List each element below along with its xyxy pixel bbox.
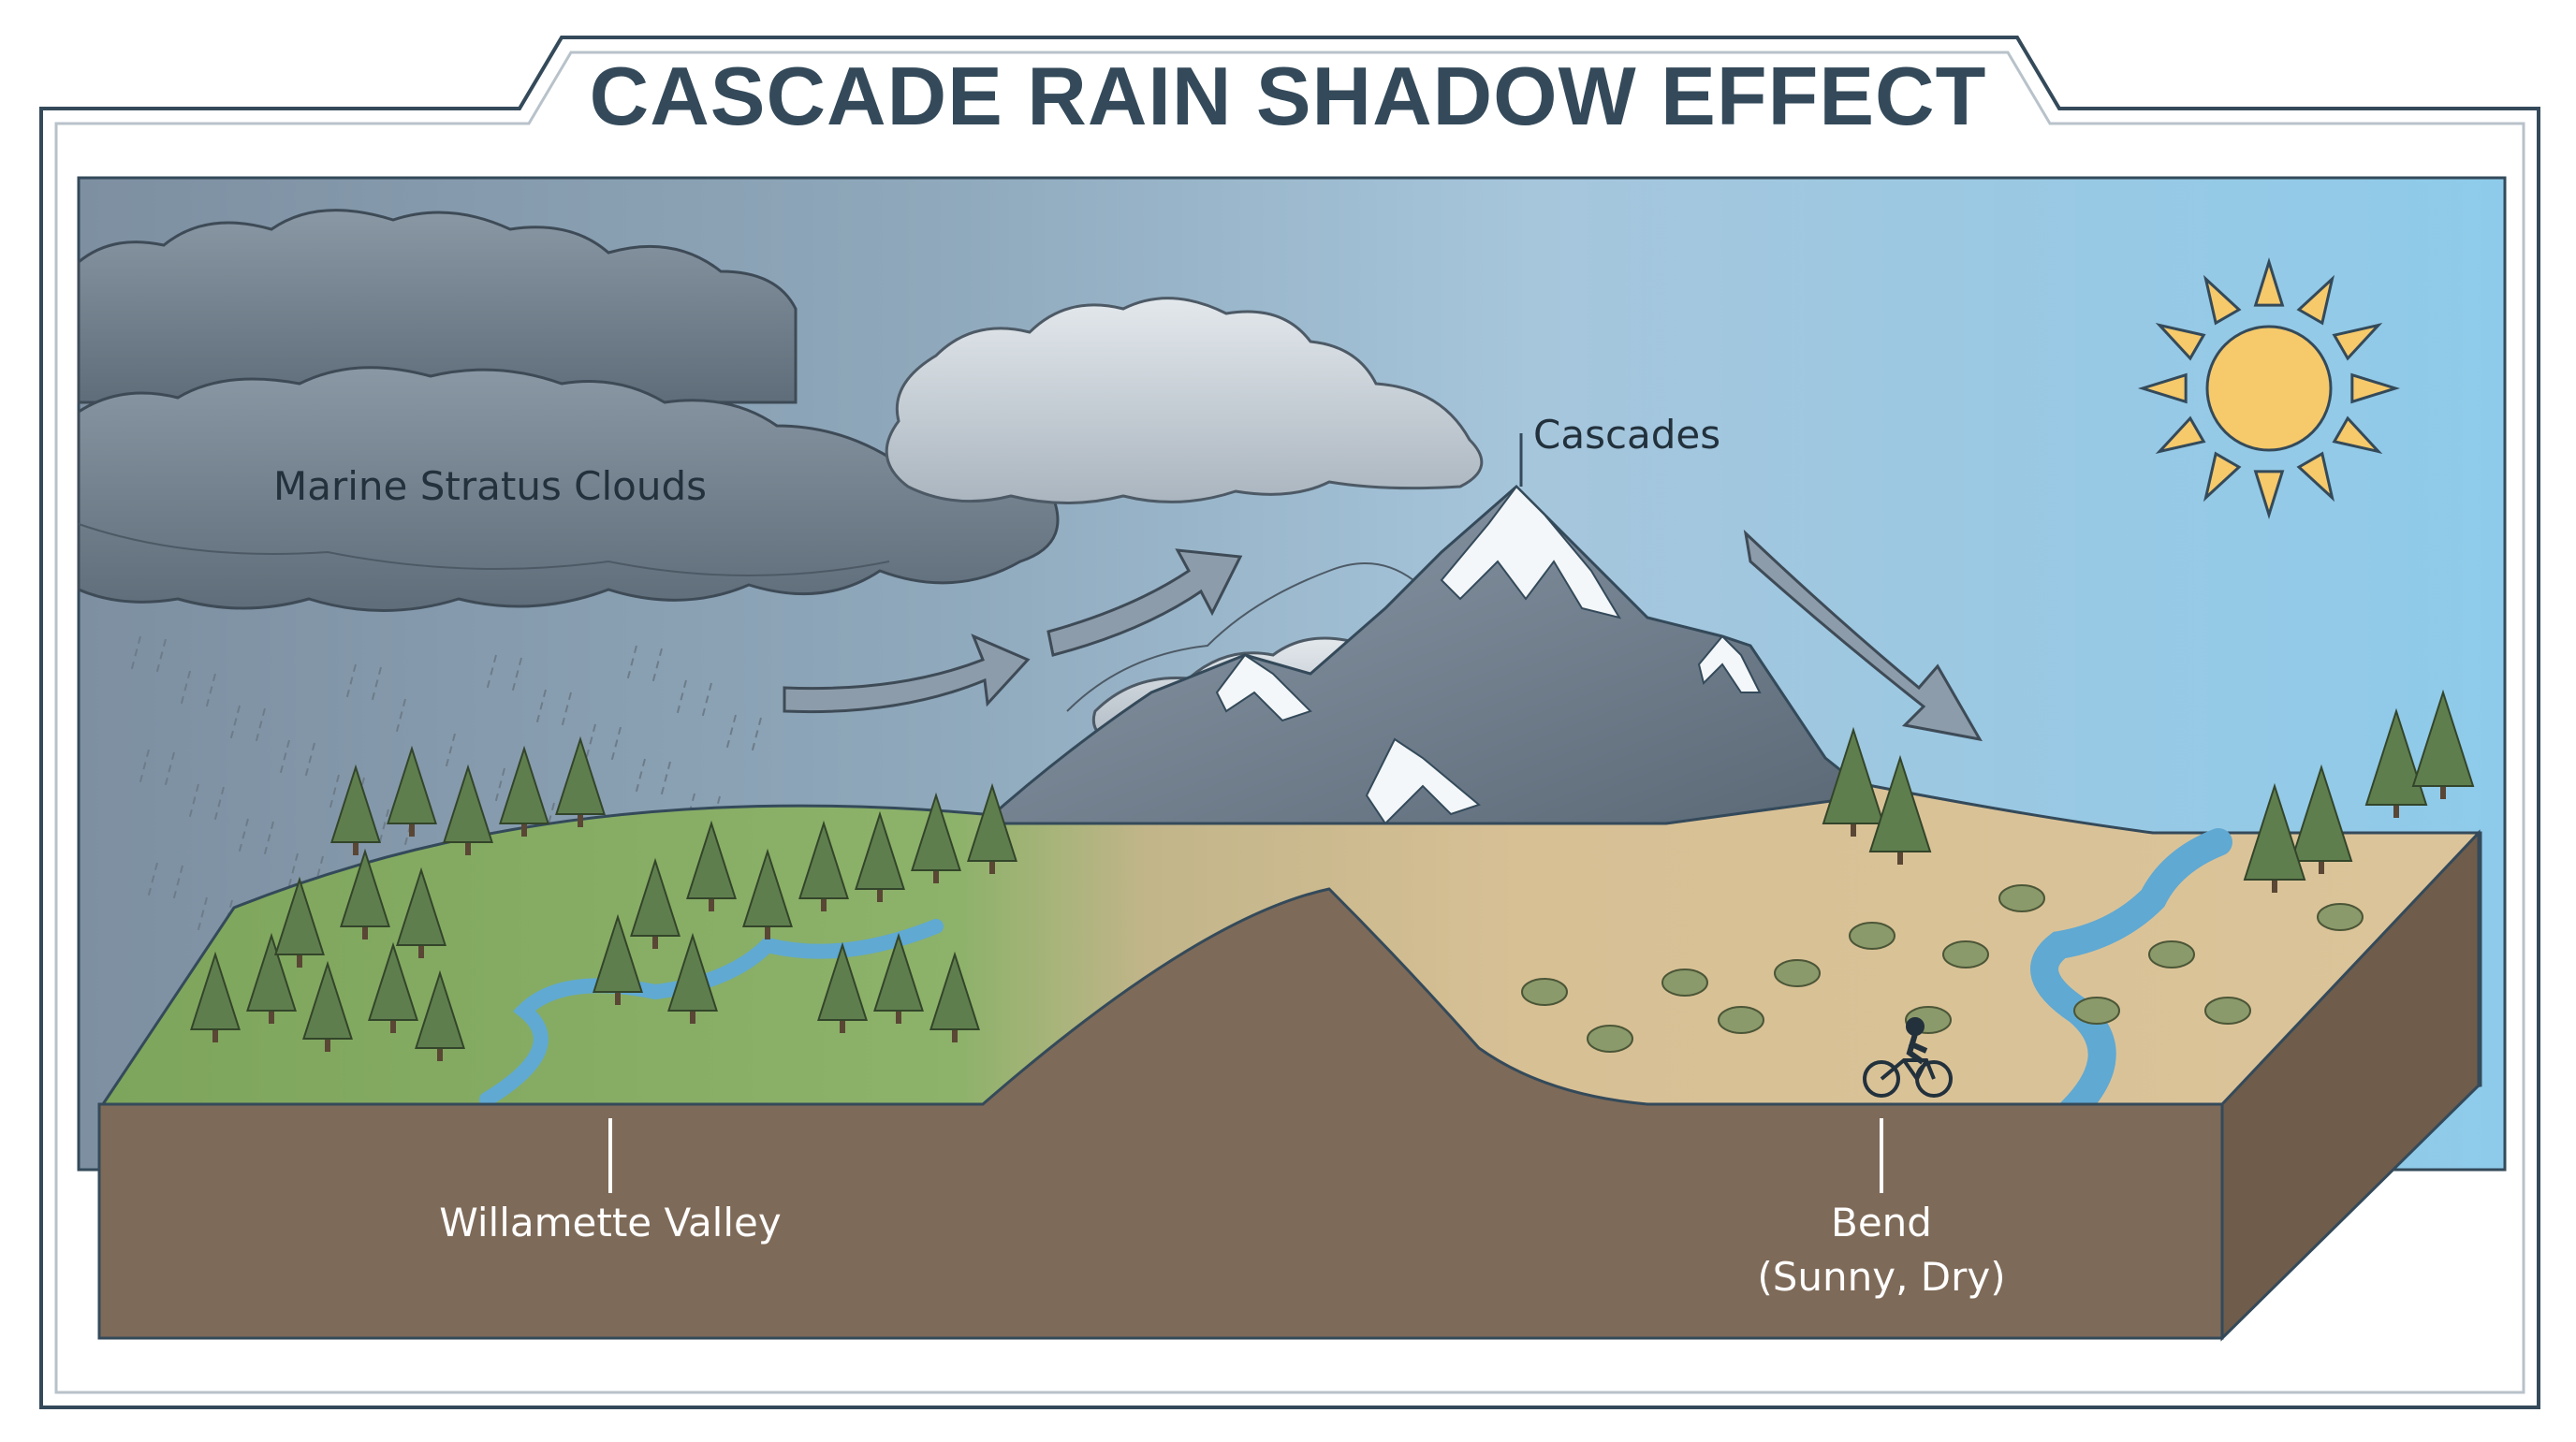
page-title: CASCADE RAIN SHADOW EFFECT bbox=[589, 50, 1987, 142]
sun-icon bbox=[2137, 256, 2401, 520]
cyclist-icon bbox=[1863, 1017, 1953, 1098]
mountains-label: Cascades bbox=[1533, 412, 1721, 458]
bend-river bbox=[2030, 828, 2232, 1137]
soil-front bbox=[97, 887, 2224, 1340]
valley-river bbox=[479, 919, 944, 1107]
cascade-mountains bbox=[979, 484, 1876, 825]
storm-clouds bbox=[77, 209, 1060, 612]
inner-frame bbox=[54, 51, 2525, 1394]
pine-tree-icon bbox=[190, 689, 2475, 1061]
clouds-label: Marine Stratus Clouds bbox=[273, 463, 708, 509]
wind-arrow-icon bbox=[783, 529, 1983, 742]
bend-label-line2: (Sunny, Dry) bbox=[1757, 1254, 2006, 1300]
bend-label-line1: Bend bbox=[1831, 1200, 1932, 1245]
soil-side bbox=[2220, 829, 2481, 1342]
valley-label: Willamette Valley bbox=[439, 1200, 782, 1245]
